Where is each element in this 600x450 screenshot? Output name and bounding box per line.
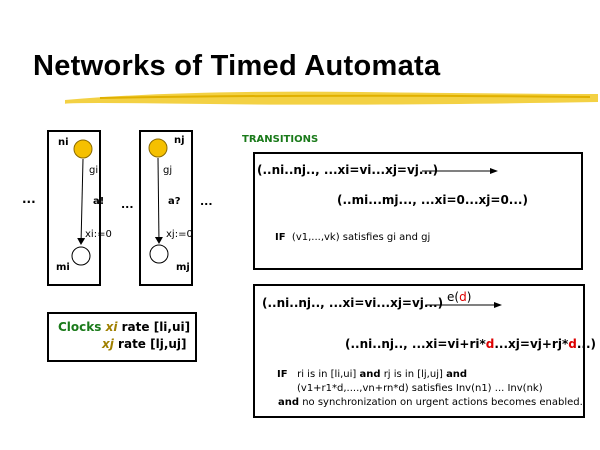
delay-to-state: (..ni..nj.., ...xi=vi+ri*d...xj=vj+rj*d.… (345, 337, 597, 351)
ellipsis-right: ... (200, 195, 213, 208)
yellow-brush-underline (64, 91, 598, 105)
ellipsis-left: ... (22, 192, 36, 206)
automaton-j-box (139, 130, 193, 286)
label-nj: nj (174, 135, 185, 146)
edge-j (154, 157, 163, 244)
action-transition-box (253, 152, 583, 270)
clocks-xi-line: Clocks xi rate [li,ui] (58, 320, 191, 334)
automaton-i-box (47, 130, 101, 286)
location-nj (148, 138, 168, 158)
location-mj (149, 244, 169, 264)
clocks-xj-line: xj rate [lj,uj] (102, 337, 187, 351)
action-from-state: (..ni..nj.., ...xi=vi...xj=vj...) (257, 163, 439, 177)
delay-from-state: (..ni..nj.., ...xi=vi...xj=vj...) (262, 296, 444, 310)
delay-condition-2: (v1+r1*d,....,vn+rn*d) satisfies Inv(n1)… (297, 383, 543, 394)
delay-arrow (426, 302, 502, 308)
edge-i (77, 158, 86, 245)
action-condition: IF (v1,...,vk) satisfies gi and gj (275, 232, 431, 243)
delay-condition-1: IF ri is in [li,ui] and rj is in [lj,uj]… (277, 369, 468, 380)
action-receive: a? (168, 196, 181, 207)
reset-xj: xj:=0 (166, 229, 193, 240)
label-mj: mj (176, 262, 190, 273)
action-arrow (422, 168, 498, 174)
guard-gi: gi (89, 165, 99, 176)
slide-title: Networks of Timed Automata (33, 50, 441, 82)
label-mi: mi (56, 262, 70, 273)
reset-xi: xi:=0 (85, 229, 112, 240)
label-ni: ni (58, 137, 69, 148)
automata-graph (71, 138, 169, 266)
clocks-box (47, 312, 197, 362)
ellipsis-middle: ... (121, 198, 134, 211)
location-ni (73, 139, 93, 159)
delay-transition-box (253, 284, 585, 418)
guard-gj: gj (163, 165, 173, 176)
location-mi (71, 246, 91, 266)
action-to-state: (..mi...mj..., ...xi=0...xj=0...) (337, 193, 528, 207)
delay-label: e(d) (447, 290, 472, 304)
transitions-heading: TRANSITIONS (242, 134, 319, 145)
action-send: a! (93, 196, 105, 207)
delay-condition-3: and no synchronization on urgent actions… (278, 397, 583, 408)
